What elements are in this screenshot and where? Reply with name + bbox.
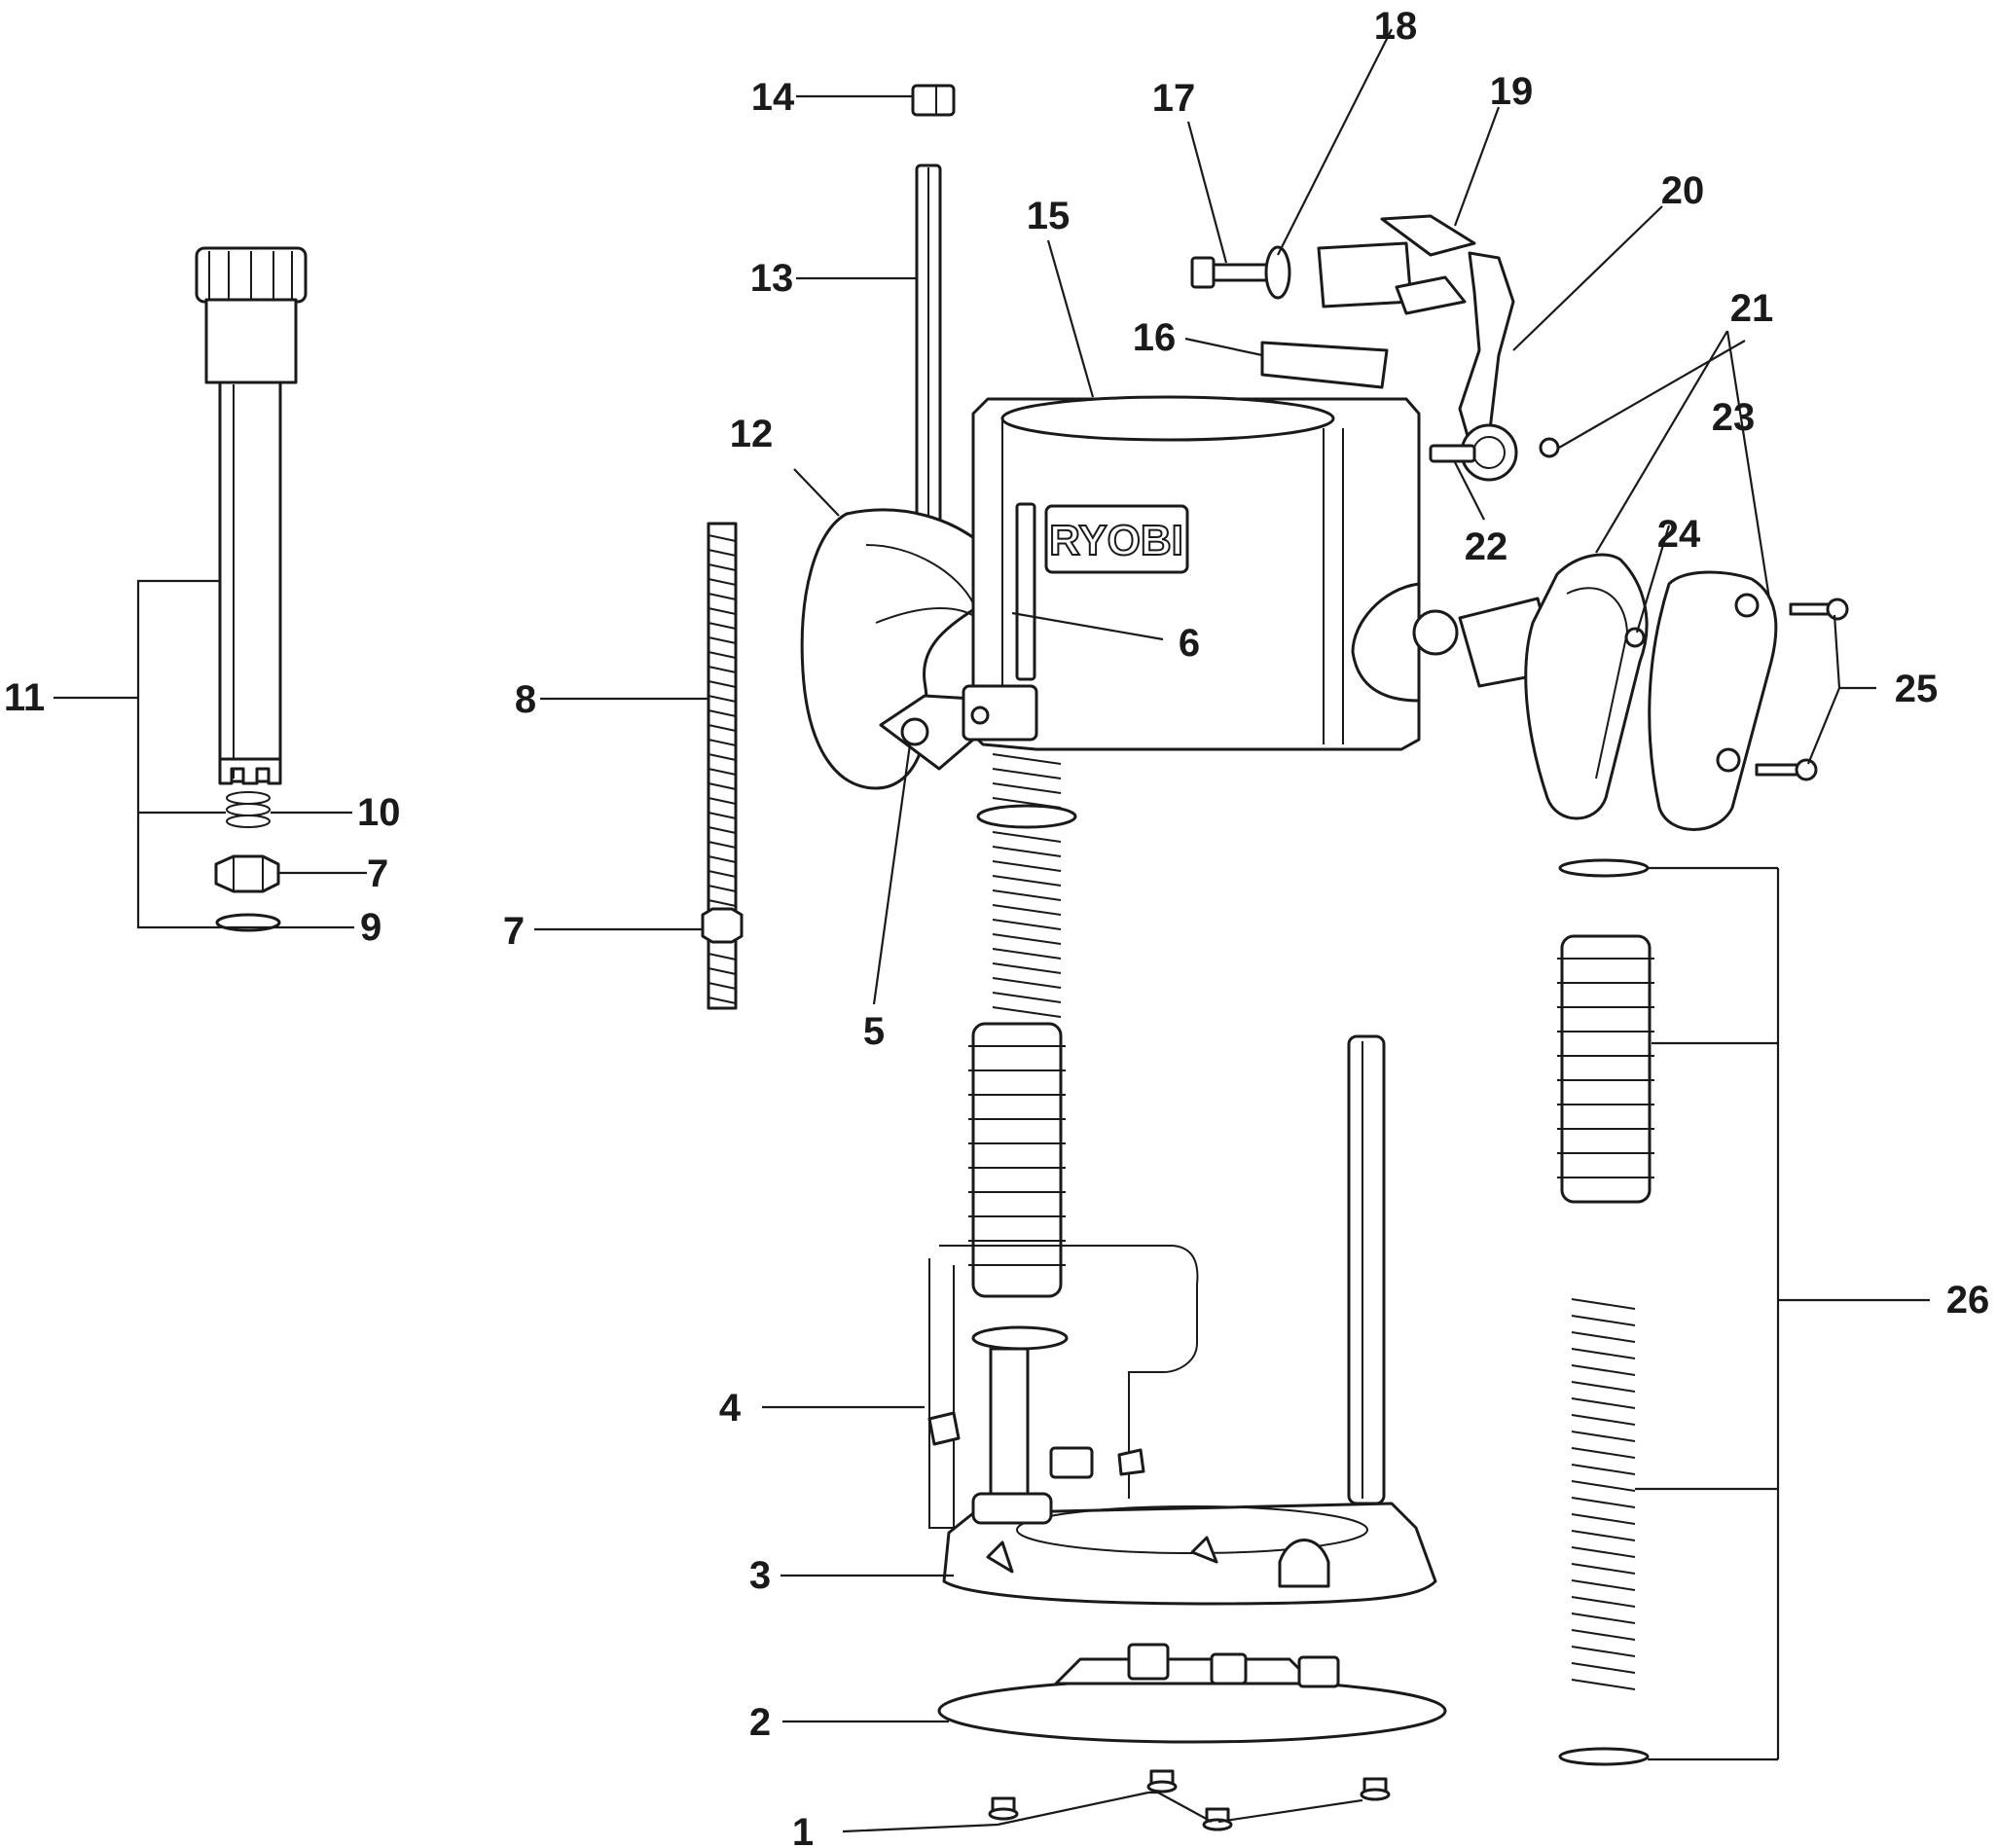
part-ribbed-boot xyxy=(968,1022,1069,1506)
callout-18: 18 xyxy=(1374,5,1418,48)
callout-15: 15 xyxy=(1027,195,1071,237)
part-main-housing: RYOBI xyxy=(971,395,1421,751)
part-washer-bolt xyxy=(1264,245,1291,300)
callout-4: 4 xyxy=(719,1387,742,1430)
callout-9: 9 xyxy=(360,906,381,949)
callout-22: 22 xyxy=(1465,525,1508,568)
callout-7-rod: 7 xyxy=(503,910,525,953)
part-guide-post xyxy=(1347,1034,1386,1505)
callout-12: 12 xyxy=(730,413,774,455)
callout-11: 11 xyxy=(4,676,45,719)
part-screws-cover xyxy=(1755,598,1849,781)
part-collet-spindle xyxy=(195,246,308,785)
brand-logo: RYOBI xyxy=(1049,517,1183,564)
part-depth-rod xyxy=(915,163,942,581)
callout-14: 14 xyxy=(751,76,795,119)
callout-7-left: 7 xyxy=(367,852,388,895)
part-router-base xyxy=(942,1446,1437,1606)
parts-artwork: RYOBI xyxy=(195,84,1849,1831)
part-depth-clip xyxy=(911,84,956,117)
part-threaded-rod xyxy=(701,522,744,1010)
part-small-spring xyxy=(226,791,271,828)
part-lock-lever xyxy=(879,684,1038,771)
part-handle-cover xyxy=(1648,570,1778,831)
callout-1: 1 xyxy=(792,1811,814,1848)
callout-13: 13 xyxy=(750,257,794,300)
part-central-spring xyxy=(976,753,1077,1018)
callout-25: 25 xyxy=(1895,668,1939,710)
callout-6: 6 xyxy=(1179,622,1200,665)
part-right-handle xyxy=(1524,553,1649,820)
callout-19: 19 xyxy=(1490,70,1534,113)
callout-3: 3 xyxy=(749,1554,771,1597)
callout-20: 20 xyxy=(1661,169,1705,212)
callout-10: 10 xyxy=(357,791,401,834)
part-sub-base xyxy=(937,1643,1447,1744)
callout-16: 16 xyxy=(1133,316,1177,359)
callout-8: 8 xyxy=(515,678,536,721)
callout-26: 26 xyxy=(1946,1279,1990,1322)
callout-21: 21 xyxy=(1730,287,1774,330)
part-depth-bracket xyxy=(927,1245,1199,1529)
part-label xyxy=(1260,341,1389,389)
part-bolt xyxy=(1190,256,1269,289)
part-hex-nut-left xyxy=(214,854,280,893)
part-spring-kit xyxy=(1557,858,1654,1766)
part-base-screws xyxy=(988,1769,1391,1831)
callout-24: 24 xyxy=(1657,513,1701,556)
callout-5: 5 xyxy=(863,1010,885,1053)
callout-labels: 1 2 3 4 5 6 7 7 8 9 10 11 12 13 14 15 16… xyxy=(4,5,1989,1848)
part-lever-assembly xyxy=(1317,214,1560,482)
leader-lines xyxy=(54,28,1930,1833)
callout-17: 17 xyxy=(1152,77,1196,120)
callout-2: 2 xyxy=(749,1701,771,1744)
callout-23: 23 xyxy=(1712,396,1756,439)
